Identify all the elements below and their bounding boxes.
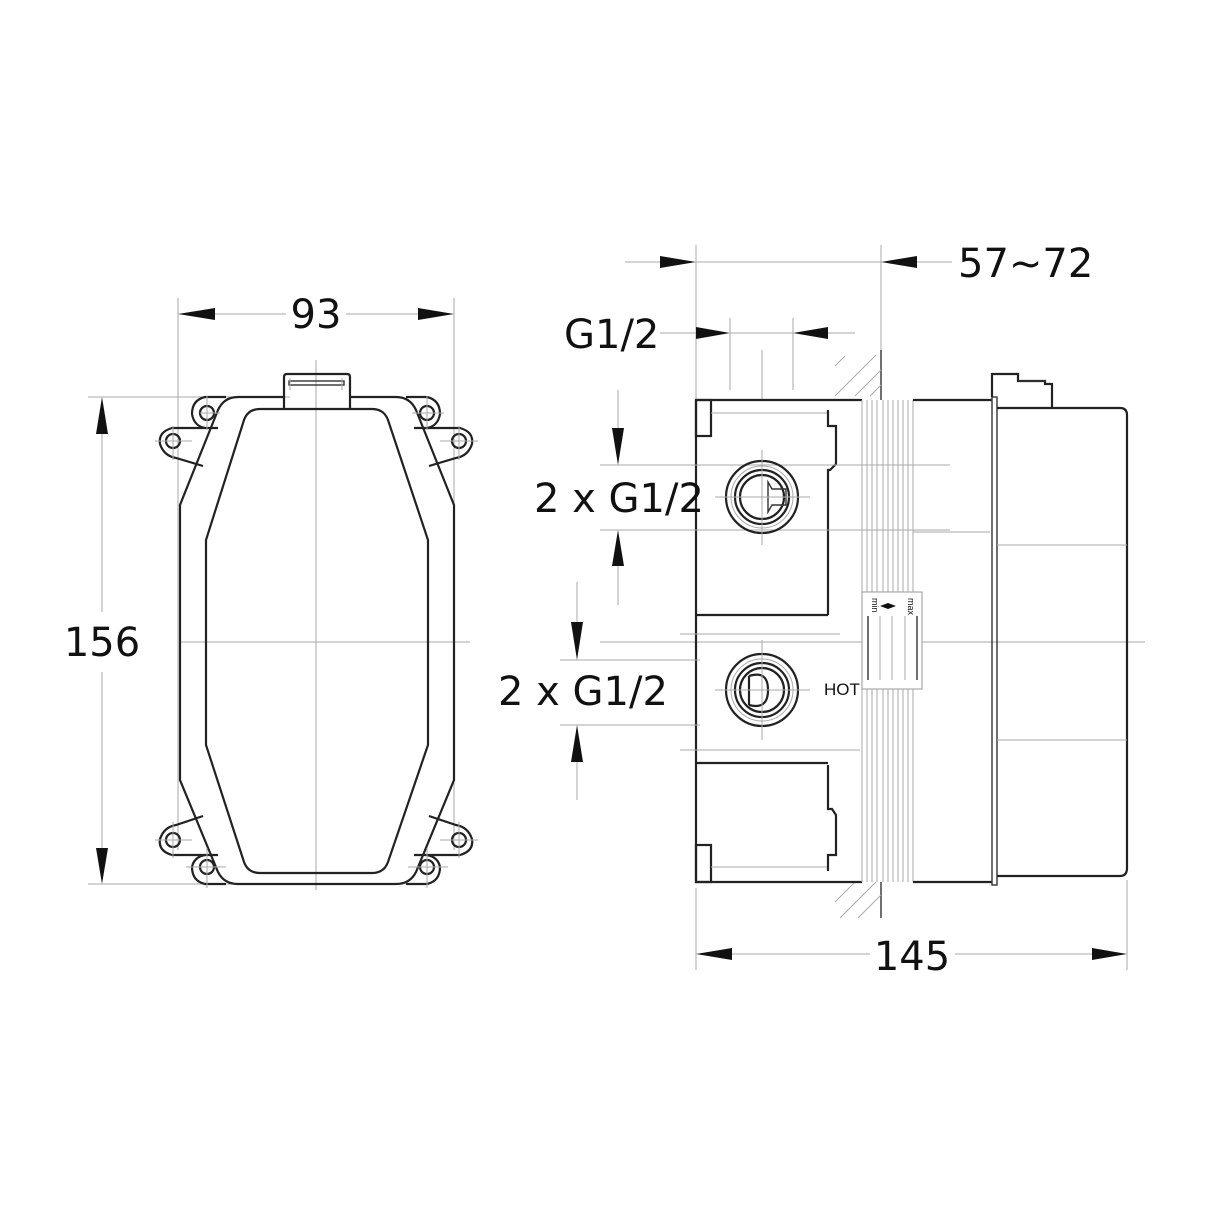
scale-max-label: max xyxy=(906,598,916,616)
width-dimension-label: 93 xyxy=(291,292,342,338)
depth-range-dimension-label: 57~72 xyxy=(958,241,1093,287)
height-dimension-label: 156 xyxy=(64,620,140,666)
side-view: 57~72 G1/2 xyxy=(498,241,1145,980)
front-view: 93 156 xyxy=(64,292,478,890)
scale-min-label: min xyxy=(870,598,880,613)
total-depth-dimension-label: 145 xyxy=(874,934,950,980)
lower-connection-label: 2 x G1/2 xyxy=(498,669,668,715)
double-arrow-icon xyxy=(880,603,896,609)
upper-connection-label: 2 x G1/2 xyxy=(534,476,704,522)
hot-label: HOT xyxy=(824,680,860,699)
top-connection-label: G1/2 xyxy=(564,312,659,358)
